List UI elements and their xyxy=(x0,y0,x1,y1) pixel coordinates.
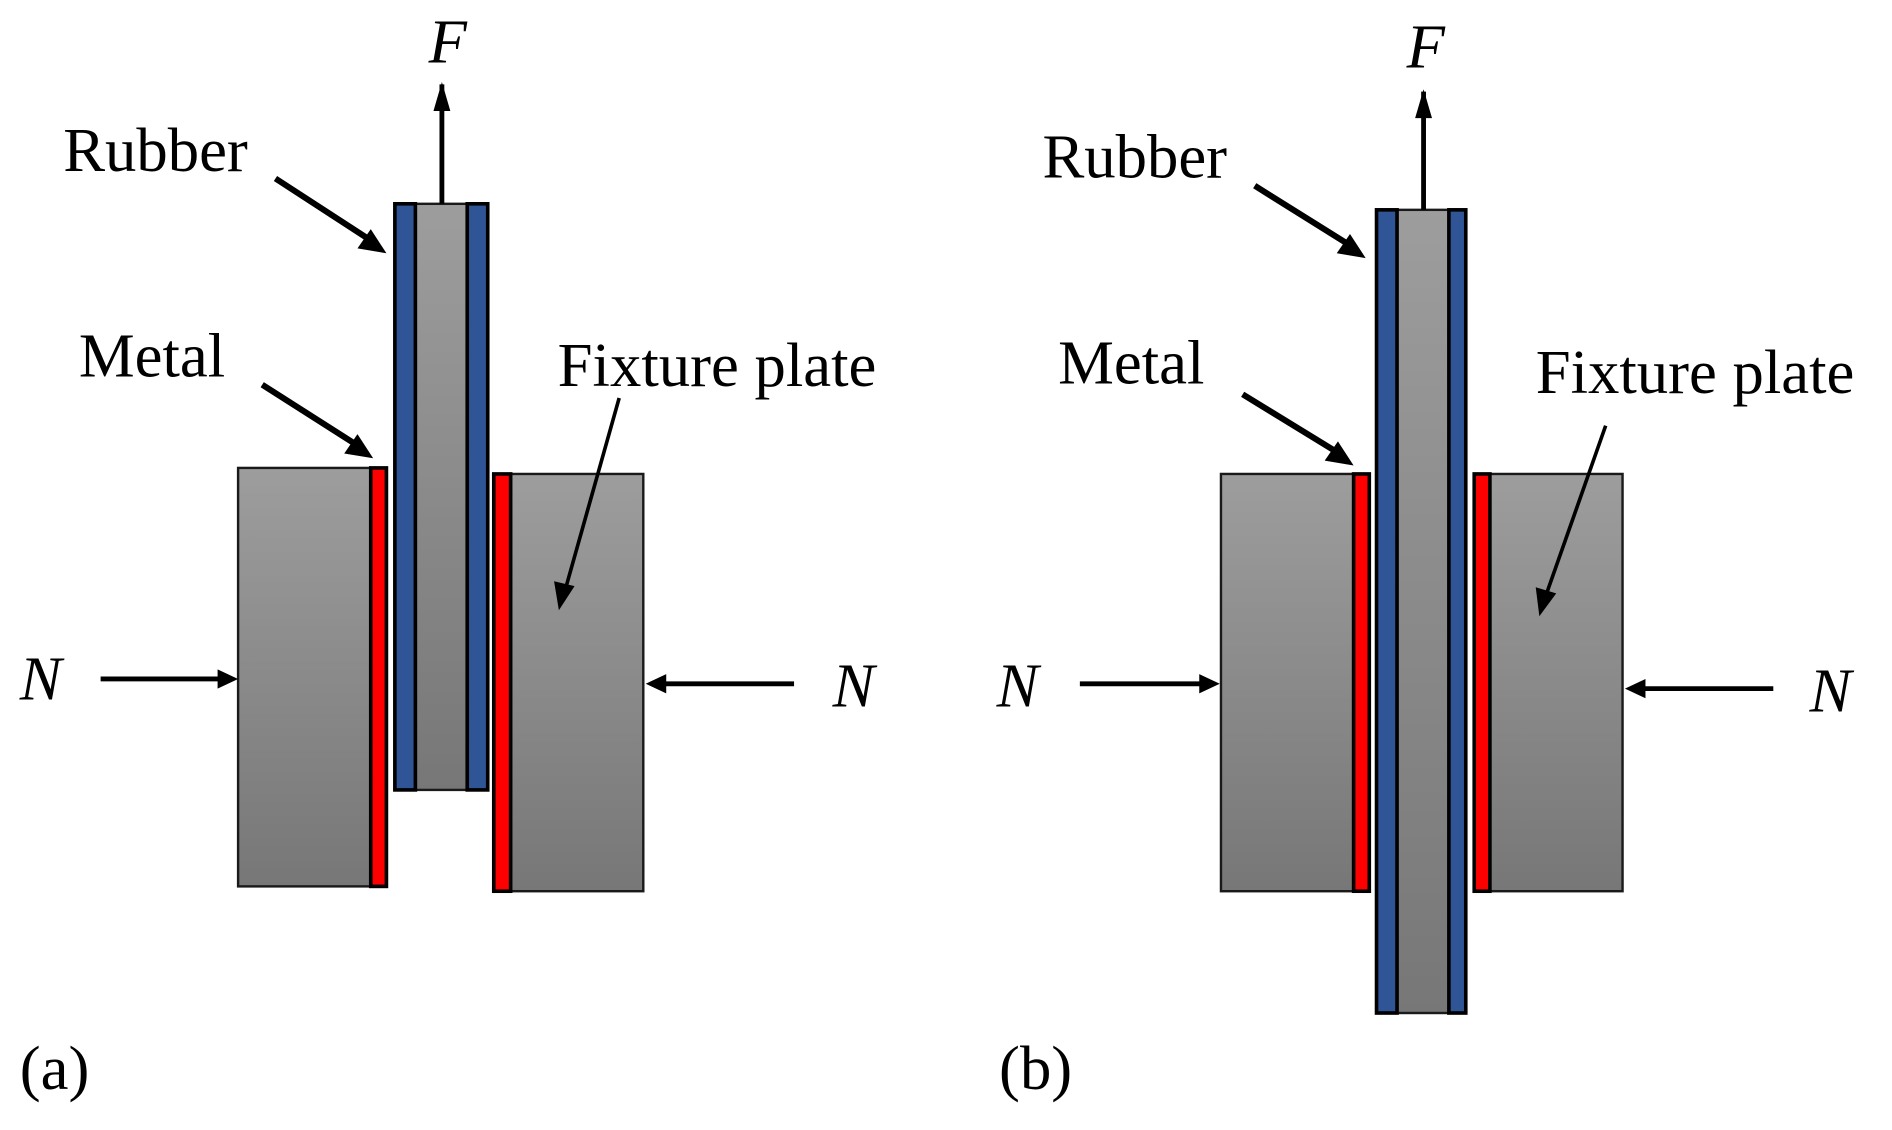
panel-label-b: (b) xyxy=(999,1033,1072,1103)
metal-label: Metal xyxy=(79,320,225,390)
panel-b: F Rubber Metal Fixture plate N N (b) xyxy=(996,12,1855,1103)
force-arrowhead xyxy=(433,82,451,111)
fixture-plate-left xyxy=(236,466,372,888)
rubber-label: Rubber xyxy=(1042,121,1227,191)
normal-force-left-label: N xyxy=(19,643,65,713)
metal-pointer-head xyxy=(1324,441,1354,466)
metal-pointer xyxy=(260,382,361,449)
rubber-pointer-head xyxy=(1336,233,1366,259)
metal-strip-left xyxy=(368,466,389,889)
rubber-label: Rubber xyxy=(63,115,248,185)
panel-label-a: (a) xyxy=(20,1033,90,1103)
metal-strip-right xyxy=(491,472,513,894)
fixture-pointer-head xyxy=(1535,587,1557,617)
rubber-layer-right xyxy=(1447,208,1468,1015)
metal-strip-left xyxy=(1351,472,1372,894)
force-label: F xyxy=(428,7,468,77)
fixture-plate-label: Fixture plate xyxy=(1536,337,1855,407)
panel-a: F Rubber Metal Fixture plate N N (a) xyxy=(19,7,878,1103)
metal-pointer xyxy=(1241,391,1341,457)
normal-force-right-arrowhead xyxy=(645,674,667,694)
normal-force-right-label: N xyxy=(832,651,878,721)
rubber-layer-right xyxy=(465,202,490,792)
fixture-plate-label: Fixture plate xyxy=(558,330,877,400)
normal-force-left-label: N xyxy=(996,651,1042,721)
rubber-pointer-head xyxy=(357,229,387,254)
fixture-pointer-head xyxy=(554,581,575,611)
rubber-core xyxy=(1395,208,1451,1015)
normal-force-left-arrowhead xyxy=(217,669,239,689)
metal-strip-right xyxy=(1472,472,1492,894)
metal-pointer-head xyxy=(344,434,374,459)
normal-force-right-arrowhead xyxy=(1624,678,1646,699)
fixture-plate-right xyxy=(509,472,645,893)
rubber-core xyxy=(414,202,469,792)
fixture-pointer xyxy=(1543,425,1608,598)
metal-label: Metal xyxy=(1058,328,1204,398)
rubber-pointer xyxy=(1253,183,1353,249)
normal-force-left-arrowhead xyxy=(1199,674,1220,694)
rubber-layer-left xyxy=(393,202,418,792)
rubber-pointer xyxy=(273,175,374,244)
normal-force-right-label: N xyxy=(1808,656,1854,726)
fixture-plate-left xyxy=(1219,472,1355,893)
force-arrowhead xyxy=(1415,89,1433,119)
force-label: F xyxy=(1406,12,1446,82)
fixture-plate-right xyxy=(1488,472,1624,893)
rubber-layer-left xyxy=(1374,208,1399,1015)
fixture-pointer xyxy=(563,397,621,592)
